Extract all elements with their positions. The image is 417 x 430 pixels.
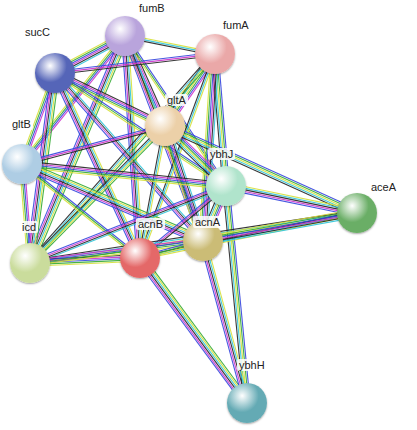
node-label: gltB bbox=[10, 118, 33, 130]
edge-strand bbox=[34, 129, 154, 161]
edge-strand bbox=[214, 211, 344, 235]
protein-node: fumA bbox=[195, 34, 235, 74]
edge-strand bbox=[126, 48, 139, 246]
edge-strand bbox=[215, 216, 345, 240]
edge-strand bbox=[214, 213, 344, 237]
interaction-edge bbox=[28, 44, 120, 156]
interaction-edge bbox=[237, 185, 346, 213]
edge-strand bbox=[31, 172, 130, 251]
edge-strand bbox=[67, 55, 203, 71]
node-label: acnB bbox=[136, 218, 165, 230]
edge-strand bbox=[238, 187, 346, 209]
edge-strand bbox=[152, 217, 346, 257]
edge-strand bbox=[34, 167, 193, 235]
interaction-edge bbox=[67, 54, 204, 73]
node-label: acnA bbox=[193, 216, 222, 228]
edge-strand bbox=[65, 80, 216, 180]
node-label: sucC bbox=[23, 26, 52, 38]
edge-strand bbox=[34, 131, 154, 163]
edge-strand bbox=[215, 218, 345, 242]
edge-strand bbox=[42, 240, 191, 259]
protein-node: acnB bbox=[120, 238, 160, 278]
edge-strand bbox=[137, 38, 203, 51]
interaction-edge bbox=[144, 265, 243, 395]
interaction-edge bbox=[64, 78, 217, 180]
edge-strand bbox=[215, 214, 345, 238]
protein-node: ybhJ bbox=[206, 166, 246, 206]
interaction-edge bbox=[42, 212, 346, 263]
edge-strand bbox=[237, 192, 345, 214]
interaction-edge bbox=[141, 138, 165, 247]
node-label: ybhJ bbox=[208, 148, 235, 160]
node-label: ybhH bbox=[237, 359, 267, 371]
edge-strand bbox=[32, 170, 131, 249]
edge-strand bbox=[66, 78, 217, 178]
edge-strand bbox=[42, 242, 191, 261]
edge-strand bbox=[35, 47, 121, 252]
node-label: icd bbox=[20, 221, 38, 233]
node-label: aceA bbox=[369, 181, 398, 193]
edge-strand bbox=[67, 54, 203, 70]
edge-strand bbox=[238, 188, 345, 210]
edge-strand bbox=[205, 253, 243, 392]
edge-strand bbox=[175, 134, 345, 211]
edge-strand bbox=[150, 265, 243, 391]
protein-node: gltB bbox=[2, 144, 42, 184]
protein-node: sucC bbox=[35, 53, 75, 93]
node-label: gltA bbox=[165, 94, 188, 106]
protein-node: ybhH bbox=[227, 383, 267, 423]
edge-strand bbox=[67, 75, 155, 118]
edge-strand bbox=[149, 266, 242, 392]
interaction-edge bbox=[137, 37, 204, 53]
edge-strand bbox=[137, 37, 203, 50]
interaction-edge bbox=[21, 176, 32, 251]
protein-node: acnA bbox=[183, 221, 223, 261]
interaction-edge bbox=[214, 211, 346, 243]
node-label: fumA bbox=[221, 19, 251, 31]
node-label: fumB bbox=[137, 2, 167, 14]
edge-strand bbox=[144, 138, 165, 246]
edge-strand bbox=[42, 243, 191, 262]
interaction-edge bbox=[34, 162, 215, 188]
interaction-edge bbox=[32, 165, 194, 240]
edge-strand bbox=[237, 190, 345, 212]
edge-strand bbox=[152, 215, 345, 255]
edge-strand bbox=[238, 185, 346, 207]
interaction-edge bbox=[42, 240, 192, 264]
edge-strand bbox=[151, 214, 345, 254]
edge-strand bbox=[203, 253, 241, 392]
edge-strand bbox=[42, 245, 191, 264]
edge-strand bbox=[148, 267, 241, 393]
edge-strand bbox=[21, 176, 27, 251]
edge-strand bbox=[144, 270, 237, 396]
edge-strand bbox=[33, 168, 192, 236]
protein-node: icd bbox=[10, 243, 50, 283]
edge-strand bbox=[67, 57, 203, 73]
edge-strand bbox=[28, 44, 116, 153]
protein-node: aceA bbox=[337, 193, 377, 233]
edge-strand bbox=[137, 40, 203, 53]
edge-strand bbox=[35, 165, 194, 233]
protein-node: gltA bbox=[145, 106, 185, 146]
interaction-edge bbox=[151, 214, 345, 257]
protein-node: fumB bbox=[105, 16, 145, 56]
edge-strand bbox=[33, 169, 192, 237]
interaction-edge bbox=[30, 170, 131, 252]
interaction-edge bbox=[203, 252, 247, 393]
